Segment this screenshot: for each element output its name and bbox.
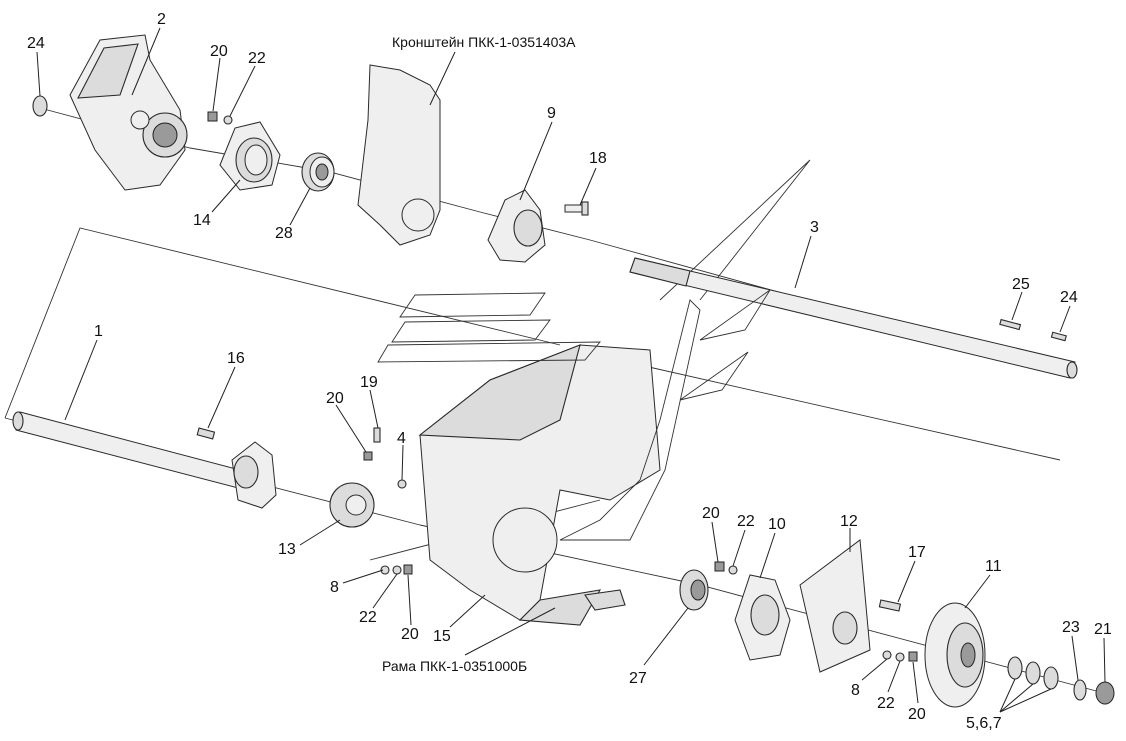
label-27: 27 xyxy=(629,670,647,687)
label-17: 17 xyxy=(908,544,926,561)
label-20-upper: 20 xyxy=(210,43,228,60)
guide-arrows xyxy=(377,289,771,541)
frame-caption: Рама ПКК-1-0351000Б xyxy=(382,658,527,674)
label-28: 28 xyxy=(275,225,293,242)
ring-right-part xyxy=(1050,331,1067,342)
nut-20-part xyxy=(363,451,373,461)
nut-21-part xyxy=(1095,681,1115,705)
label-13: 13 xyxy=(278,541,296,558)
label-11: 11 xyxy=(985,558,1002,575)
label-23: 23 xyxy=(1062,619,1080,636)
nut-20-bottom-part xyxy=(908,651,918,662)
washer-22-bottom-part xyxy=(895,652,905,662)
label-16: 16 xyxy=(227,350,245,367)
flange-housing-part xyxy=(219,121,281,191)
bolt-part xyxy=(564,201,589,216)
label-25: 25 xyxy=(1012,276,1030,293)
leader-lines xyxy=(36,27,1106,713)
label-20-right: 20 xyxy=(702,505,720,522)
right-link-line xyxy=(639,364,1061,461)
tube-shaft-part xyxy=(12,411,271,496)
bearing-27-part xyxy=(679,569,709,611)
label-19: 19 xyxy=(360,374,378,391)
nut-8-left-part xyxy=(380,565,390,575)
label-5-6-7: 5,6,7 xyxy=(966,715,1002,732)
label-22-right: 22 xyxy=(737,513,755,530)
tube-flange-part xyxy=(231,441,277,509)
flange-10-part xyxy=(734,574,791,661)
bolt-17-part xyxy=(878,599,902,612)
label-10: 10 xyxy=(768,516,786,533)
label-18: 18 xyxy=(589,150,607,167)
washers-567-part xyxy=(1007,656,1059,690)
retaining-ring-part xyxy=(32,95,48,117)
label-12: 12 xyxy=(840,513,858,530)
label-20-middle: 20 xyxy=(326,390,344,407)
label-24-upper: 24 xyxy=(27,35,45,52)
label-8-left: 8 xyxy=(330,579,339,596)
label-22-upper: 22 xyxy=(248,50,266,67)
label-15: 15 xyxy=(433,628,451,645)
label-22-left: 22 xyxy=(359,609,377,626)
nut-8-right-part xyxy=(882,650,892,660)
splined-shaft-part xyxy=(629,257,1078,379)
pin-19-part xyxy=(373,427,381,443)
bracket-guide-line xyxy=(659,159,811,301)
label-8-right: 8 xyxy=(851,682,860,699)
bolt-16-part xyxy=(196,427,216,440)
nut-20-right-part xyxy=(714,561,725,572)
washer-22-right-part xyxy=(728,565,738,575)
label-22-bottom: 22 xyxy=(877,695,895,712)
ring-23-part xyxy=(1073,679,1087,701)
bracket-part xyxy=(357,64,441,246)
label-9: 9 xyxy=(547,105,556,122)
upper-frame-link-line xyxy=(4,227,561,419)
label-21: 21 xyxy=(1094,621,1112,638)
flanged-housing-part xyxy=(487,189,546,263)
sprocket-part xyxy=(329,482,375,528)
label-20-bottom: 20 xyxy=(908,706,926,723)
label-14: 14 xyxy=(193,212,211,229)
bearing-part xyxy=(301,152,335,192)
label-2: 2 xyxy=(157,11,166,28)
plate-12-part xyxy=(799,539,871,673)
label-24-right: 24 xyxy=(1060,289,1078,306)
bracket-caption: Кронштейн ПКК-1-0351403А xyxy=(392,34,576,50)
washer-22-left-part xyxy=(392,565,402,575)
nut-20-left-part xyxy=(403,564,413,575)
key-part xyxy=(999,318,1022,331)
gearbox-housing-part xyxy=(69,34,188,191)
main-frame-part xyxy=(418,344,661,626)
label-4: 4 xyxy=(397,430,406,447)
label-1: 1 xyxy=(94,323,103,340)
upper-nut-washer xyxy=(207,111,233,125)
label-3: 3 xyxy=(810,219,819,236)
nut-4-part xyxy=(397,479,407,489)
pulley-part xyxy=(924,602,986,708)
label-20-left: 20 xyxy=(401,626,419,643)
part-number-labels: 24 2 20 22 9 18 14 28 3 25 24 1 16 19 20… xyxy=(27,11,1112,732)
